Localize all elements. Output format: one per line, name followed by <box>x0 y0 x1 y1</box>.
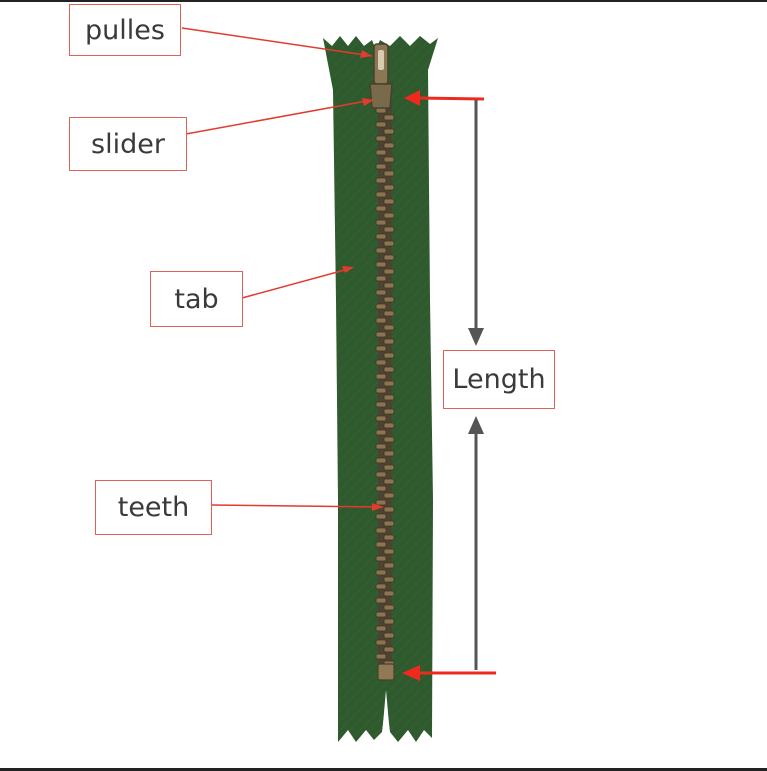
zipper-tooth <box>376 528 386 533</box>
zipper-tooth <box>376 360 386 365</box>
zipper-tooth <box>376 472 386 477</box>
zipper-tooth <box>384 311 394 316</box>
zipper-tooth <box>376 178 386 183</box>
length-label: Length <box>443 350 555 409</box>
tab-label: tab <box>150 271 243 327</box>
pulles-label: pulles <box>69 4 181 56</box>
zipper-tooth <box>376 388 386 393</box>
zipper-tooth <box>376 430 386 435</box>
zipper-tooth <box>376 416 386 421</box>
zipper-tooth <box>376 500 386 505</box>
zipper-tooth <box>384 353 394 358</box>
zipper-tooth <box>376 458 386 463</box>
length-lower-arrow-head <box>468 416 484 434</box>
bottom-stop <box>378 664 394 680</box>
zipper-tooth <box>376 626 386 631</box>
zipper-tooth <box>384 339 394 344</box>
zipper-tooth <box>384 297 394 302</box>
zipper-tooth <box>384 437 394 442</box>
zipper-tooth <box>376 290 386 295</box>
zipper-tooth <box>384 451 394 456</box>
zipper-tooth <box>376 150 386 155</box>
zipper-tooth <box>376 514 386 519</box>
zipper-tooth <box>384 199 394 204</box>
zipper-tooth <box>384 605 394 610</box>
zipper-tooth <box>384 647 394 652</box>
zipper-tooth <box>384 367 394 372</box>
zipper-tooth <box>376 276 386 281</box>
zipper-tooth <box>384 395 394 400</box>
zipper-tooth <box>384 129 394 134</box>
zipper-tooth <box>384 325 394 330</box>
zipper-tooth <box>384 535 394 540</box>
zipper-slider <box>370 44 392 108</box>
zipper-tooth <box>376 136 386 141</box>
zipper-tooth <box>376 304 386 309</box>
zipper-tooth <box>384 227 394 232</box>
zipper-tooth <box>384 465 394 470</box>
zipper-tooth <box>384 143 394 148</box>
zipper-tooth <box>384 493 394 498</box>
zipper-tooth <box>376 248 386 253</box>
zipper-tooth <box>384 521 394 526</box>
zipper-tooth <box>376 262 386 267</box>
zipper-tooth <box>384 185 394 190</box>
zipper-tooth <box>376 584 386 589</box>
zipper-tooth <box>384 633 394 638</box>
tab-callout-line <box>242 268 352 298</box>
zipper-tooth <box>384 157 394 162</box>
zipper-tooth <box>376 444 386 449</box>
zipper-tooth <box>376 570 386 575</box>
slider-label: slider <box>69 117 187 171</box>
zipper-tooth <box>384 381 394 386</box>
zipper-tooth <box>376 192 386 197</box>
zipper-tooth <box>376 402 386 407</box>
zipper-tooth <box>384 283 394 288</box>
zipper-tooth <box>376 206 386 211</box>
zipper-tooth <box>376 220 386 225</box>
zipper-tooth <box>376 542 386 547</box>
zipper-tooth <box>384 549 394 554</box>
zipper-tooth <box>376 598 386 603</box>
zipper-tooth <box>376 164 386 169</box>
teeth-label: teeth <box>95 480 212 535</box>
zipper-tooth <box>376 374 386 379</box>
zipper-tooth <box>384 213 394 218</box>
zipper-tooth <box>384 409 394 414</box>
zipper-tooth <box>384 591 394 596</box>
zipper-tooth <box>384 255 394 260</box>
zipper-tooth <box>376 318 386 323</box>
zipper-tooth <box>384 479 394 484</box>
zipper-tooth <box>376 332 386 337</box>
zipper-tooth <box>384 507 394 512</box>
zipper-tooth <box>384 115 394 120</box>
zipper-tooth <box>384 619 394 624</box>
zipper-tooth <box>376 556 386 561</box>
zipper-tooth <box>376 612 386 617</box>
zipper-tooth <box>384 577 394 582</box>
zipper-tooth <box>376 486 386 491</box>
top-red-arrow-line <box>418 98 484 99</box>
zipper-tooth <box>384 171 394 176</box>
zipper-tooth <box>376 234 386 239</box>
zipper-tooth <box>376 654 386 659</box>
zipper-tooth <box>384 423 394 428</box>
zipper-tooth <box>376 640 386 645</box>
zipper-tooth <box>384 563 394 568</box>
zipper-tooth <box>376 346 386 351</box>
zipper-tooth <box>384 241 394 246</box>
zipper-tooth <box>384 269 394 274</box>
zipper-tooth <box>376 122 386 127</box>
zipper-teeth <box>376 105 394 675</box>
length-upper-arrow-head <box>468 328 484 346</box>
